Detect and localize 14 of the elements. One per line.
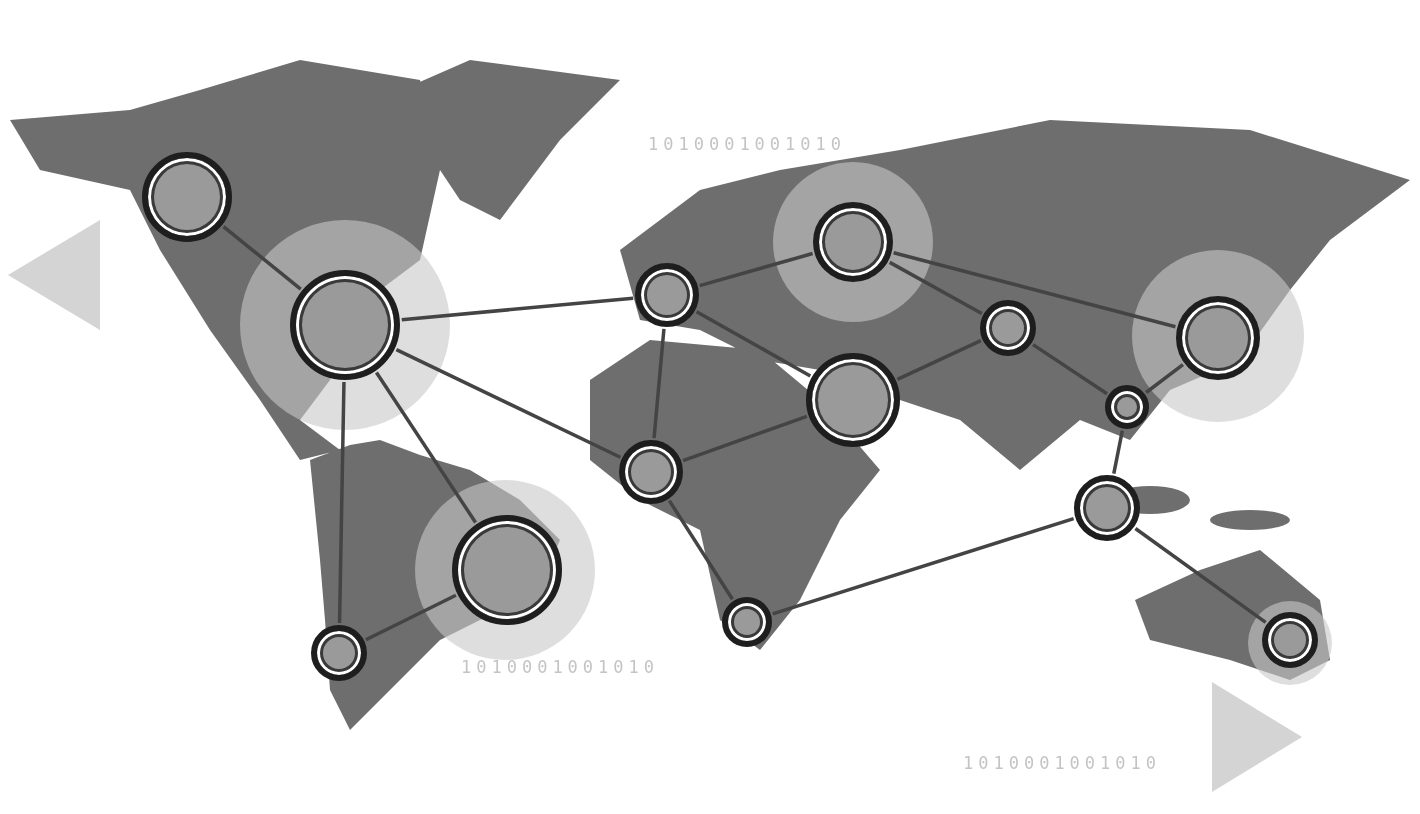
- connector-line: [375, 371, 477, 524]
- connector-line: [682, 414, 808, 463]
- connector-line: [337, 381, 346, 624]
- connector-line: [893, 251, 1176, 329]
- binary-code-text: 1010001001010: [647, 133, 847, 157]
- connector-line: [772, 516, 1075, 616]
- connector-line: [401, 296, 634, 322]
- binary-code-text: 1010001001010: [962, 752, 1162, 776]
- connector-line: [699, 251, 814, 288]
- network-node: [311, 625, 367, 681]
- binary-code-text: 1010001001010: [460, 656, 660, 680]
- connector-line: [1112, 430, 1125, 474]
- connector-line: [652, 328, 666, 439]
- connector-line: [222, 225, 302, 291]
